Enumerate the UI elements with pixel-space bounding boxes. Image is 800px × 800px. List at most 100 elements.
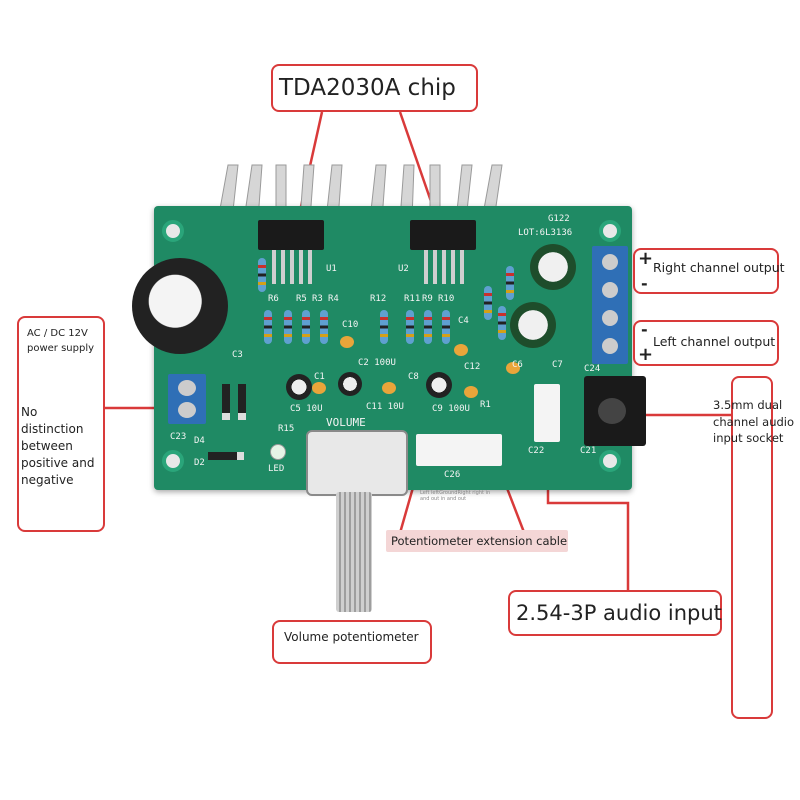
silk-c7: C7 [552, 360, 563, 370]
chip-legs-u1 [272, 250, 312, 284]
diode-d3 [238, 384, 246, 420]
resistor [320, 310, 328, 344]
ceramic-capacitor [382, 382, 396, 394]
no-polarity-label: No distinction between positive and nega… [21, 405, 95, 488]
left-output-label: Left channel output [653, 334, 776, 349]
silk-lot: LOT:6L3136 [518, 228, 573, 238]
header-2-54-3p [534, 384, 560, 442]
right-output-callout: + - Right channel output [633, 248, 785, 294]
mount-hole-tl [162, 220, 184, 242]
silk-c8: C8 [408, 372, 419, 382]
silk-c11: C11 10U [366, 402, 404, 412]
audio-socket-callout [731, 376, 773, 719]
silk-c24: C24 [584, 364, 601, 374]
resistor [498, 306, 506, 340]
mount-hole-tr [599, 220, 621, 242]
silk-c1: C1 [314, 372, 325, 382]
volume-potentiometer-body [306, 430, 408, 496]
led-indicator [270, 444, 286, 460]
volume-pot-label: Volume potentiometer [284, 630, 419, 644]
audio-input-3p-label: 2.54-3P audio input [516, 601, 722, 625]
silk-u2: U2 [398, 264, 409, 274]
silk-d2: D2 [194, 458, 205, 468]
silk-c26: C26 [444, 470, 461, 480]
silk-c22: C22 [528, 446, 545, 456]
power-supply-callout: AC / DC 12V power supply No distinction … [17, 316, 105, 532]
ceramic-capacitor [454, 344, 468, 356]
resistor [284, 310, 292, 344]
silk-c21: C21 [580, 446, 597, 456]
mount-hole-br [599, 450, 621, 472]
capacitor-c1 [286, 374, 312, 400]
silk-volume: VOLUME [326, 416, 366, 429]
silk-g122: G122 [548, 214, 570, 224]
title-label: TDA2030A chip [279, 75, 456, 101]
chip-legs-u2 [424, 250, 464, 284]
power-supply-label: AC / DC 12V power supply [27, 328, 95, 354]
silk-r15: R15 [278, 424, 295, 434]
right-output-label: Right channel output [653, 260, 785, 275]
volume-pot-callout: Volume potentiometer [272, 620, 432, 664]
silk-r6: R6 [268, 294, 279, 304]
silk-c9: C9 100U [432, 404, 470, 414]
resistor [442, 310, 450, 344]
resistor [258, 258, 266, 292]
silk-u1: U1 [326, 264, 337, 274]
minus-sign-bottom: - [641, 320, 648, 339]
diode-d1 [222, 384, 230, 420]
silk-c10: C10 [342, 320, 359, 330]
plus-sign-bottom: + [638, 344, 654, 365]
output-capacitor-bottom [510, 302, 556, 348]
output-capacitor-top [530, 244, 576, 290]
silk-c12: C12 [464, 362, 481, 372]
tda2030a-chip-u1 [258, 220, 324, 250]
mount-hole-bl [162, 450, 184, 472]
silk-d4: D4 [194, 436, 205, 446]
resistor [506, 266, 514, 300]
ext-cable-label: Potentiometer extension cable [391, 534, 568, 548]
ext-cable-highlight [386, 530, 568, 552]
audio-socket-label: 3.5mm dual channel audio input socket [713, 398, 795, 446]
audio-input-3p-callout: 2.54-3P audio input [508, 590, 722, 636]
plus-sign-top: + [638, 248, 654, 269]
silk-r9: R9 [422, 294, 433, 304]
title-callout: TDA2030A chip [271, 64, 478, 112]
diode-d2 [208, 452, 244, 460]
filter-capacitor [132, 258, 228, 354]
silk-r4: R4 [328, 294, 339, 304]
audio-jack-3-5mm [584, 376, 646, 446]
resistor [264, 310, 272, 344]
silk-c3: C3 [232, 350, 243, 360]
silk-r3: R3 [312, 294, 323, 304]
silk-c2: C2 100U [358, 358, 396, 368]
left-output-callout: - + Left channel output [633, 320, 779, 366]
capacitor-c11 [338, 372, 362, 396]
tda2030a-chip-u2 [410, 220, 476, 250]
silk-c4: C4 [458, 316, 469, 326]
power-terminal-block [168, 374, 206, 424]
silk-led: LED [268, 464, 285, 474]
silk-c6: C6 [512, 360, 523, 370]
resistor [424, 310, 432, 344]
silk-c5: C5 10U [290, 404, 323, 414]
silk-r12: R12 [370, 294, 387, 304]
header-extension-cable [416, 434, 502, 466]
silk-r11: R11 [404, 294, 421, 304]
output-terminal-block [592, 246, 628, 364]
resistor [302, 310, 310, 344]
capacitor-c9 [426, 372, 452, 398]
ceramic-capacitor [506, 362, 520, 374]
silk-r1: R1 [480, 400, 491, 410]
silk-c23: C23 [170, 432, 187, 442]
resistor [406, 310, 414, 344]
ceramic-capacitor [340, 336, 354, 348]
resistor [380, 310, 388, 344]
volume-potentiometer-shaft [336, 492, 372, 612]
silk-r10: R10 [438, 294, 455, 304]
resistor [484, 286, 492, 320]
ceramic-capacitor [464, 386, 478, 398]
minus-sign-top: - [641, 274, 648, 293]
silk-r5: R5 [296, 294, 307, 304]
cable-note: Left leftGroundRight right in and out in… [420, 490, 491, 502]
ceramic-capacitor [312, 382, 326, 394]
